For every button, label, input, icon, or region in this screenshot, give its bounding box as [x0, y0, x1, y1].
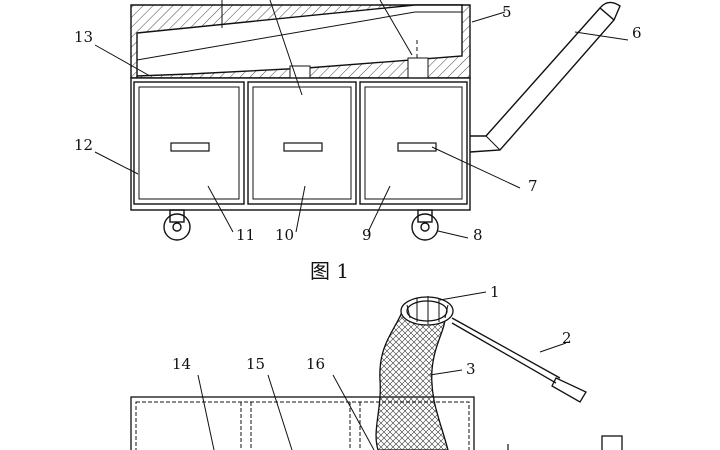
label-2: 2 — [562, 329, 572, 347]
label-5: 5 — [502, 3, 512, 21]
bin-left-inner — [138, 86, 240, 200]
bin-right-inner — [364, 86, 463, 200]
label-10: 10 — [275, 226, 294, 244]
label-12: 12 — [74, 136, 93, 154]
net-handle — [451, 317, 587, 403]
wheels — [163, 209, 439, 241]
label-1: 1 — [490, 283, 500, 301]
bin-middle-handle — [283, 142, 323, 152]
bin-right-handle — [397, 142, 437, 152]
label-13: 13 — [74, 28, 93, 46]
label-6: 6 — [632, 24, 642, 42]
hopper-housing — [130, 4, 471, 79]
bin-left-handle — [170, 142, 210, 152]
label-9: 9 — [362, 226, 372, 244]
bin-frame — [130, 77, 471, 211]
leader-lines-fig2 — [197, 291, 567, 450]
label-3: 3 — [466, 360, 476, 378]
net-ring — [400, 296, 454, 326]
label-16: 16 — [306, 355, 325, 373]
leader-lines-fig1 — [94, 0, 629, 239]
label-15: 15 — [246, 355, 265, 373]
push-handle — [469, 1, 621, 153]
figure-1-caption: 图 1 — [310, 259, 349, 283]
bin-middle — [247, 81, 357, 205]
small-box — [601, 435, 623, 450]
sorting-tray — [130, 396, 475, 450]
net-mesh — [375, 311, 449, 450]
label-14: 14 — [172, 355, 191, 373]
wheel-left — [163, 213, 191, 241]
label-8: 8 — [473, 226, 483, 244]
bin-right — [359, 81, 468, 205]
wheel-right — [411, 213, 439, 241]
label-7: 7 — [528, 177, 538, 195]
figure-1 — [94, 0, 629, 241]
bin-left — [133, 81, 245, 205]
figure-2 — [130, 291, 623, 450]
label-11: 11 — [236, 226, 255, 244]
